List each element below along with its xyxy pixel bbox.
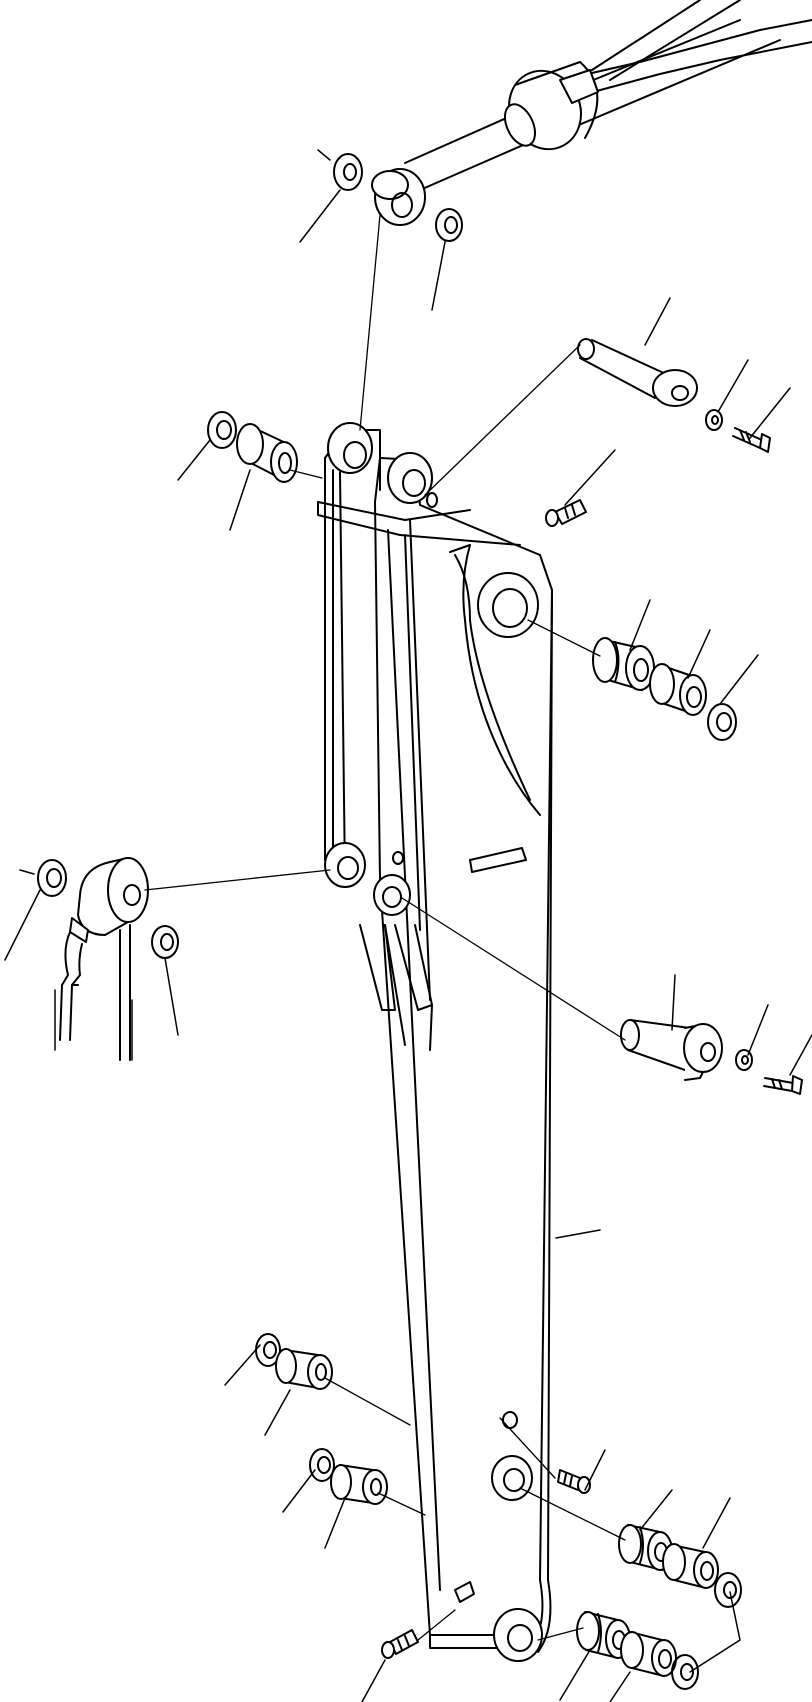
link-bracket [60,858,148,1060]
washer-icon [152,926,178,958]
bushing-icon [276,1349,332,1389]
arm-boss [494,1609,542,1661]
grease-hole [393,852,403,864]
washer-icon [208,412,236,448]
grease-fitting-icon [558,1470,590,1493]
grease-fitting-icon [455,1582,474,1602]
grease-hole [427,493,437,507]
bolt-icon [764,1076,802,1094]
washer-icon [672,1655,698,1689]
washer-icon [715,1573,741,1607]
washer-icon [736,1050,752,1070]
hydraulic-cylinder [372,0,812,225]
arm-boss [325,843,365,887]
washer-icon [708,704,736,740]
bushing-icon [650,664,706,715]
arm-boss [388,453,432,503]
bushing-icon [663,1544,718,1588]
washer-icon [310,1449,334,1481]
arm-boss [492,1456,532,1500]
washer-icon [706,410,722,430]
grease-fitting-icon [382,1630,418,1658]
bushing-icon [621,1632,676,1676]
assembly-lines [145,215,625,1640]
grease-hole [503,1412,517,1428]
grease-fitting-icon [546,500,586,526]
arm-boss [328,423,372,473]
bushing-icon [593,638,654,690]
arm-boss [374,875,410,915]
bushing-icon [237,424,297,482]
washer-icon [38,860,66,896]
bolt-icon [733,428,770,452]
washer-icon [436,209,462,241]
washer-icon [334,154,362,190]
pin-icon [578,339,697,406]
pin-icon [621,1020,722,1080]
leader-lines [5,150,812,1702]
arm-boss [478,573,538,637]
bushing-icon [331,1465,387,1504]
arm-body [318,430,552,1652]
